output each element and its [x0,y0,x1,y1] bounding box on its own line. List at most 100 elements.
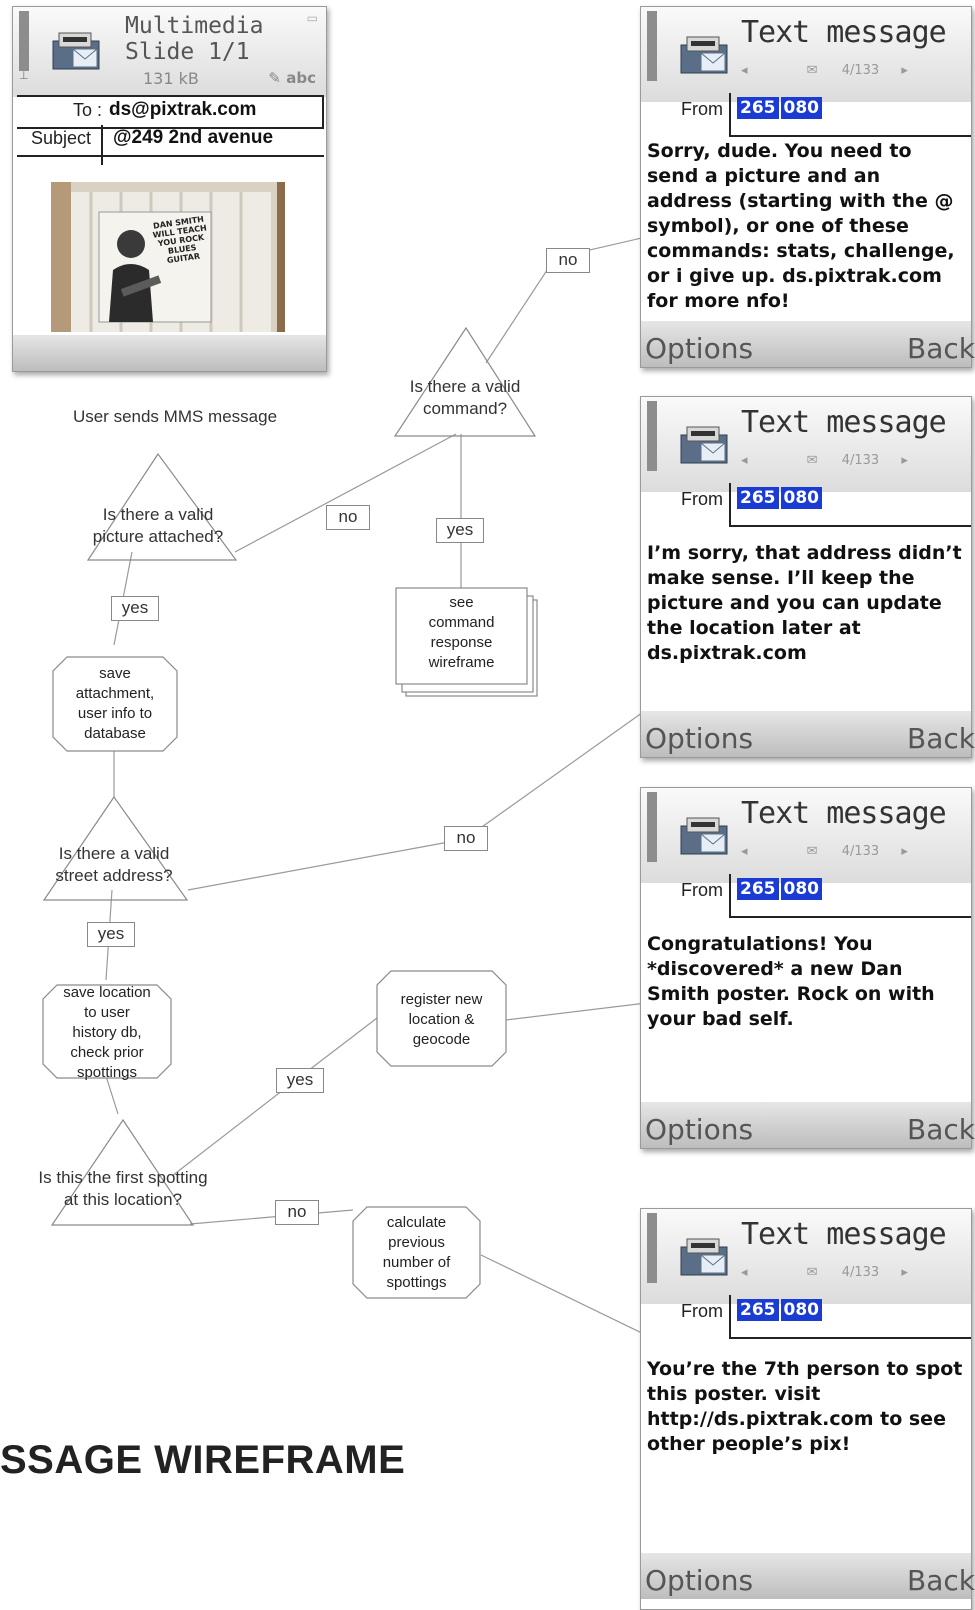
signal-bar [647,792,657,862]
prev-arrow-icon[interactable]: ◂ [741,844,748,859]
attached-photo[interactable]: DAN SMITH WILL TEACH YOU ROCK BLUES GUIT… [51,182,285,332]
antenna-icon: ⊥ [19,69,29,82]
screen1-counter: 4/133 [841,63,880,78]
prev-arrow-icon[interactable]: ◂ [741,1265,748,1280]
screen3-nav: ◂ ✉ 4/133 ▸ [741,844,941,859]
screen2-header: Text message ◂ ✉ 4/133 ▸ [641,397,971,492]
sender-part-b: 080 [780,878,822,900]
edge-label-first-yes: yes [276,1068,324,1093]
edge-label-command-yes: yes [436,518,484,543]
screen1-nav: ◂ ✉ 4/133 ▸ [741,63,941,78]
process-calculate-spottings: calculate previous number of spottings [382,1214,451,1291]
sender-part-b: 080 [780,1299,822,1321]
screen2-title: Text message [741,405,947,440]
subject-field[interactable]: Subject @249 2nd avenue [17,125,324,165]
subject-divider [101,125,103,165]
edge-label-picture-no: no [326,505,370,530]
message-icon [680,1238,728,1276]
divider [729,135,971,137]
next-arrow-icon[interactable]: ▸ [901,453,908,468]
mms-header: ⊥ Multimedia Slide 1/1 131 kB ✎ abc ▭ [13,7,326,97]
signal-bar [647,401,657,471]
divider [729,483,731,527]
wireframe-doc-front [395,587,528,685]
process-register-shape [376,970,507,1067]
decision-valid-address: Is there a valid street address? [55,844,173,885]
decision-address-triangle [42,795,189,901]
to-field[interactable]: To : ds@pixtrak.com [17,95,324,129]
edge-register-to-screen [505,1002,647,1021]
prev-arrow-icon[interactable]: ◂ [741,453,748,468]
screen4-from-label: From [681,1301,723,1321]
process-register-location: register new location & geocode [400,991,483,1048]
edge-save-to-first [105,1075,119,1115]
next-arrow-icon[interactable]: ▸ [901,63,908,78]
subject-value: @249 2nd avenue [113,127,274,148]
edge-first-yes [171,1017,378,1177]
divider [729,1295,731,1339]
process-command-wireframe: see command response wireframe [428,594,495,671]
sender-part-b: 080 [780,97,822,119]
back-softkey[interactable]: Back [907,722,975,755]
to-label: To : [73,100,103,120]
process-calculate-shape [352,1206,481,1299]
options-softkey[interactable]: Options [645,722,754,755]
options-softkey[interactable]: Options [645,332,754,365]
signal-bar [19,11,29,71]
screen2-message: I’m sorry, that address didn’t make sens… [647,542,962,664]
mms-compose-screen: ⊥ Multimedia Slide 1/1 131 kB ✎ abc ▭ To… [12,6,327,372]
divider [729,874,731,918]
divider [729,916,971,918]
edge-label-address-yes: yes [87,922,135,947]
divider [729,525,971,527]
decision-first-triangle [50,1118,195,1226]
screen3-softkeys: Options Back [641,1102,975,1148]
screen2-softkeys: Options Back [641,711,975,757]
screen2-nav: ◂ ✉ 4/133 ▸ [741,453,941,468]
message-icon [680,817,728,855]
mms-title: Multimedia Slide 1/1 [125,13,263,65]
start-label: User sends MMS message [72,407,278,426]
screen3-from-label: From [681,880,723,900]
mms-size: 131 kB [143,69,199,88]
next-arrow-icon[interactable]: ▸ [901,844,908,859]
options-softkey[interactable]: Options [645,1564,754,1597]
message-icon [680,36,728,74]
envelope-icon: ✉ [806,453,818,468]
sender-part-a: 265 [737,97,779,119]
flowchart-canvas [42,236,647,1336]
back-softkey[interactable]: Back [907,1113,975,1146]
screen4-message: You’re the 7th person to spot this poste… [647,1358,963,1455]
message-icon [52,32,100,70]
options-softkey[interactable]: Options [645,1113,754,1146]
edge-calculate-to-screen [480,1254,647,1336]
prev-arrow-icon[interactable]: ◂ [741,63,748,78]
photo-image [51,182,285,332]
message-icon [680,426,728,464]
edge-label-command-no: no [546,248,590,273]
edge-address-no [187,709,647,891]
edge-label-picture-yes: yes [111,596,159,621]
decision-command-triangle [393,326,537,437]
screen4-nav: ◂ ✉ 4/133 ▸ [741,1265,941,1280]
back-softkey[interactable]: Back [907,1564,975,1597]
to-value: ds@pixtrak.com [109,99,257,120]
decision-valid-picture: Is there a valid picture attached? [92,505,224,546]
input-mode-indicator: ✎ abc [268,69,316,87]
sender-part-a: 265 [737,878,779,900]
sender-part-b: 080 [780,487,822,509]
mms-footer [13,335,326,371]
next-arrow-icon[interactable]: ▸ [901,1265,908,1280]
mms-title-line2: Slide 1/1 [125,39,250,65]
pen-icon: ✎ [268,69,281,87]
screen3-title: Text message [741,796,947,831]
back-softkey[interactable]: Back [907,332,975,365]
envelope-icon: ✉ [806,1265,818,1280]
